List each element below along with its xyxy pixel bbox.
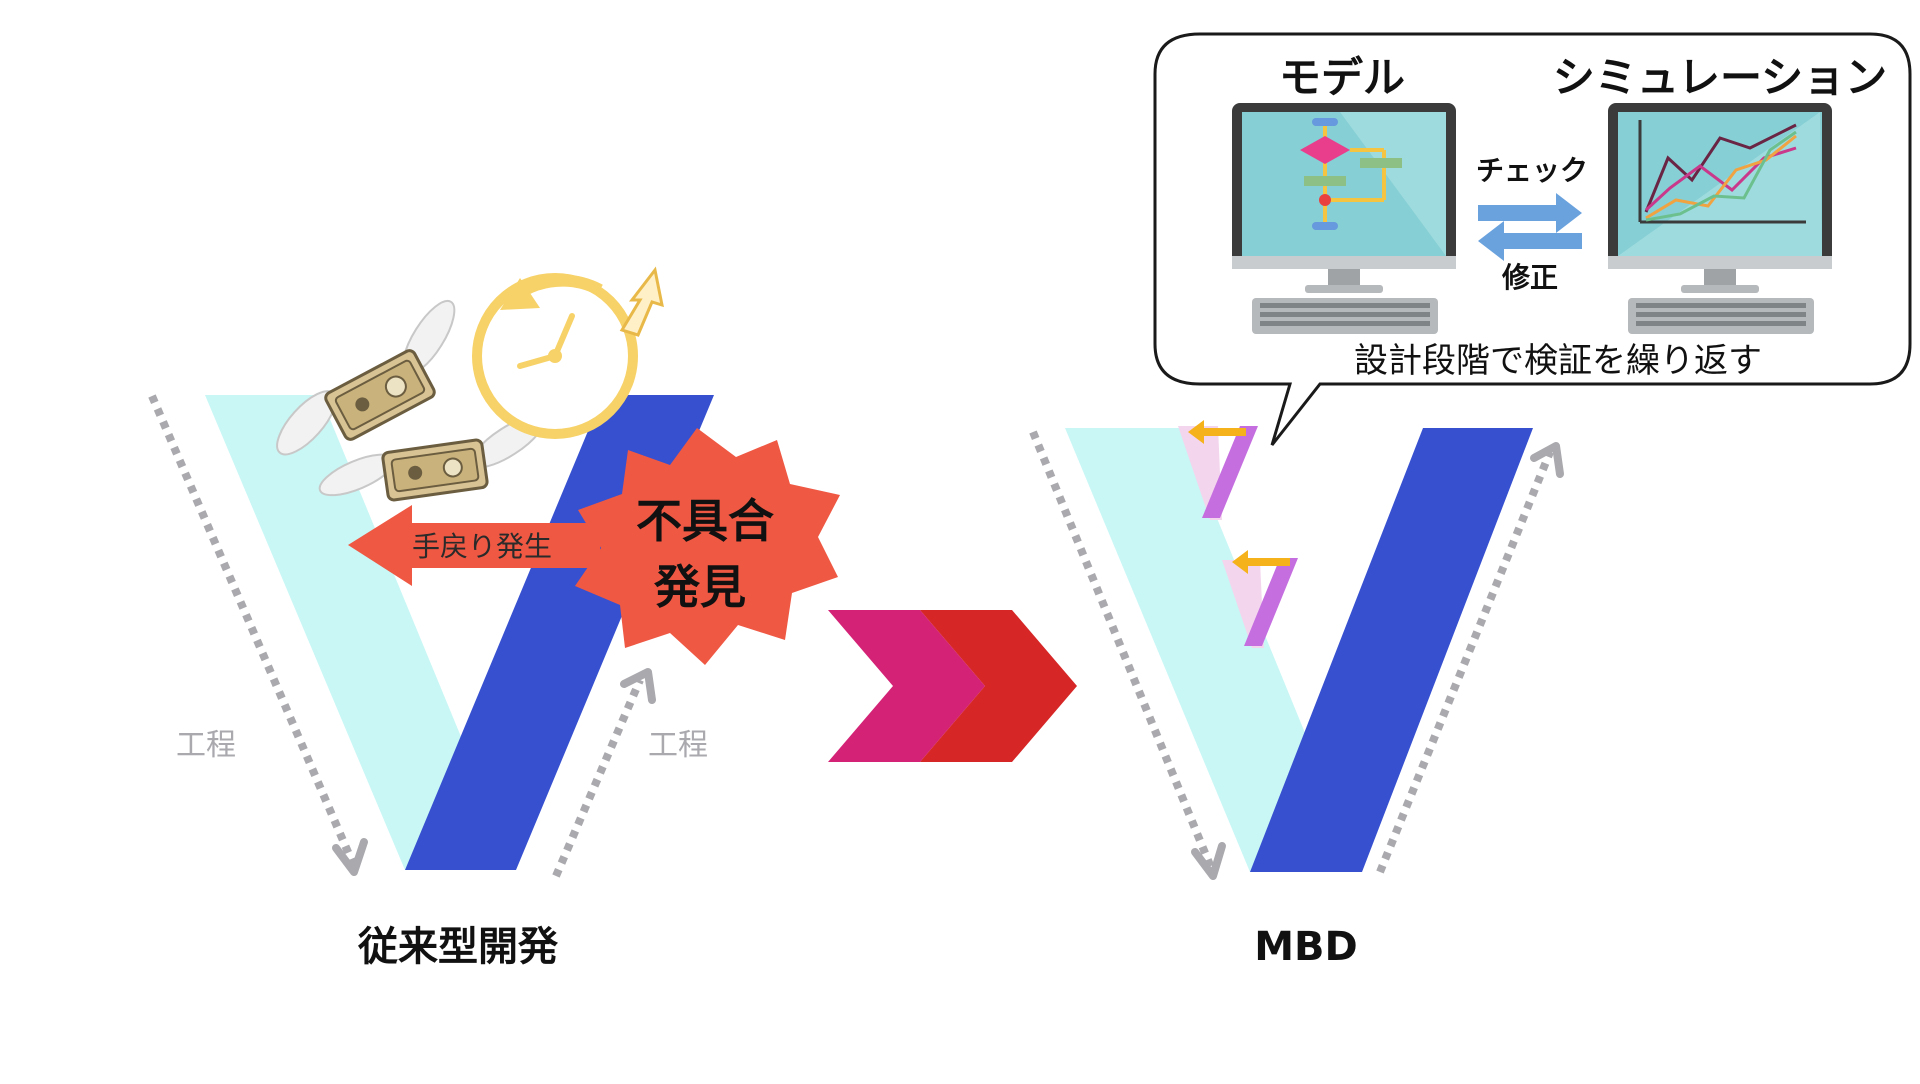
process-up-arrowhead xyxy=(620,668,656,704)
mini-v-purple-1 xyxy=(1202,426,1258,518)
mbd-callout: モデル シミュレーション xyxy=(1153,32,1912,446)
mbd-process-up-arrowhead xyxy=(1530,442,1564,478)
mini-arrow-orange-2 xyxy=(1232,550,1290,574)
process-down-arrowhead xyxy=(332,838,368,876)
mbd-process-down-arrowhead xyxy=(1191,842,1226,880)
chevron-magenta xyxy=(828,610,985,762)
rework-arrow-label: 手戻り発生 xyxy=(412,530,552,563)
mbd-v-left-arm xyxy=(1065,428,1362,872)
mbd-process-up-arrow xyxy=(1376,450,1554,874)
process-down-arrow xyxy=(148,394,358,868)
simulation-label: シミュレーション xyxy=(1553,53,1887,102)
model-monitor-icon xyxy=(1232,103,1456,334)
mbd-v-right-arm xyxy=(1250,428,1533,872)
v-left-arm-design xyxy=(205,395,516,870)
process-label-right: 工程 xyxy=(648,728,708,763)
defect-burst-line1: 不具合 xyxy=(636,494,774,548)
simulation-monitor-icon xyxy=(1608,103,1832,334)
defect-burst-line2: 発見 xyxy=(654,560,746,614)
fix-label: 修正 xyxy=(1501,261,1558,294)
process-label-left: 工程 xyxy=(176,728,236,763)
fix-arrow xyxy=(1478,221,1582,261)
flying-money-icon xyxy=(276,299,456,456)
traditional-v-model: 工程 工程 手戻り発生 不具合 発見 xyxy=(148,266,840,970)
check-arrow xyxy=(1478,193,1582,233)
mini-arrow-orange-1 xyxy=(1188,420,1246,444)
mini-v-purple-2 xyxy=(1244,558,1298,646)
rising-arrow-icon xyxy=(619,266,664,337)
mbd-process-down-arrow xyxy=(1029,430,1216,872)
defect-burst xyxy=(575,428,840,665)
callout-caption: 設計段階で検証を繰り返す xyxy=(1354,341,1762,381)
transition-chevrons xyxy=(828,610,1077,762)
check-label: チェック xyxy=(1476,154,1588,187)
traditional-title: 従来型開発 xyxy=(357,924,559,970)
mbd-title: MBD xyxy=(1254,924,1358,970)
model-label: モデル xyxy=(1279,53,1405,102)
rework-arrow xyxy=(348,505,600,586)
mbd-v-model: MBD xyxy=(1029,420,1564,970)
clock-rework-icon xyxy=(472,266,664,439)
chevron-red xyxy=(920,610,1077,762)
